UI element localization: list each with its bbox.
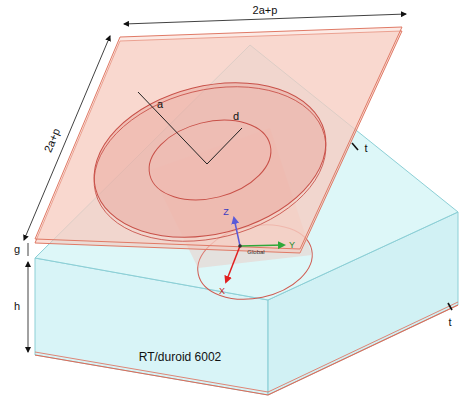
dimension-line [28,243,29,256]
thickness-marker [352,143,358,150]
axis-label: Y [289,241,295,250]
ground-plane [35,305,458,395]
gap-label: g [14,244,20,255]
origin-dot [238,244,242,248]
radius-label: a [157,99,163,110]
dimension-line [24,36,110,240]
height-label: h [14,301,20,312]
patch-disk [78,60,343,265]
material-label: RT/duroid 6002 [139,351,222,363]
axis-origin-label: Global [247,249,264,255]
radius-line-d [207,128,242,164]
dimension-line [124,14,406,24]
thickness-marker [448,303,452,310]
x-axis [226,246,240,282]
dimension-label: 2a+p [253,5,278,16]
thickness-label: t [364,143,367,154]
radius-label: d [233,111,239,122]
axis-label: Z [223,208,229,217]
z-axis [234,218,240,246]
ground-plane-edge [35,302,458,392]
dimension-label: 2a+p [42,126,62,153]
axis-label: X [219,287,225,296]
thickness-label: t [448,317,451,328]
dimension-line [28,262,29,352]
y-axis [240,245,284,246]
radius-line-a [138,92,207,164]
